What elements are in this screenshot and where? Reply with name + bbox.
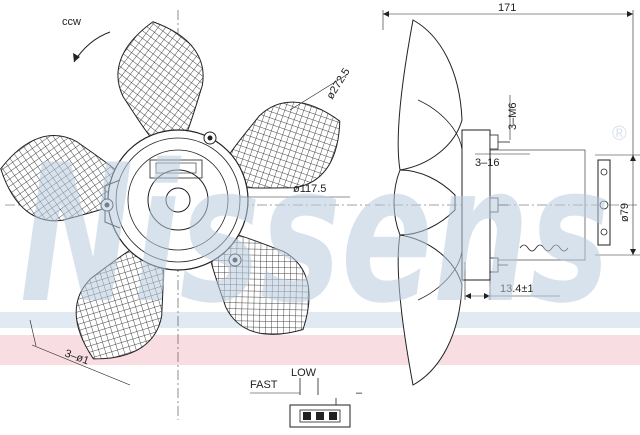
rotation-arrow: ccw [62, 16, 111, 63]
fan-hub [100, 129, 249, 271]
fan-side-view: 171 3–M6 3–16 [375, 2, 640, 386]
outer-diameter-label: ø272.5 [324, 66, 352, 101]
motor-diameter-label: ø79 [619, 203, 631, 222]
studs-label: 3–16 [475, 157, 499, 169]
watermark: Nissens ® [20, 123, 627, 345]
offset-label: 13.4±1 [500, 283, 534, 295]
side-bolts [489, 134, 569, 273]
connector-low-label: LOW [291, 367, 317, 379]
inner-diameter-label: ø117.5 [293, 183, 326, 195]
connector-fast-label: FAST [250, 379, 278, 391]
rotation-label: ccw [62, 16, 81, 28]
connector: FAST LOW – [250, 367, 363, 428]
watermark-registered: ® [612, 123, 627, 145]
watermark-text: Nissens [20, 124, 610, 345]
connector-ground-label: – [356, 387, 363, 399]
overall-width-label: 171 [498, 2, 516, 14]
inner-diameter-dim: ø117.5 [240, 183, 350, 198]
